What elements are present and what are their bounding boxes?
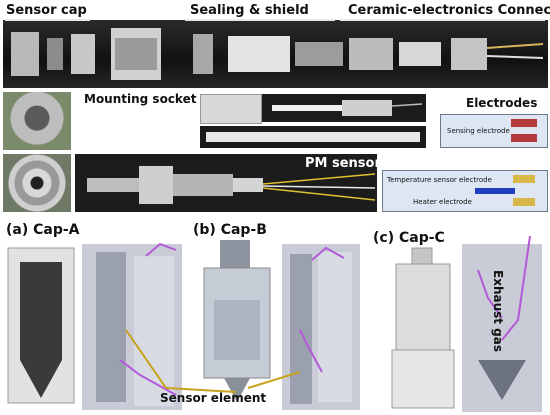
sensor-cap-label: Sensor cap [6,3,87,18]
sensor-element-label: Sensor element [160,391,267,405]
sensing-pad-bottom [511,134,537,142]
sensor-chip-photo [200,94,262,124]
sensor-parts-illustration [11,28,544,80]
cap-b-label: (b) Cap-B [193,222,267,238]
cap-a-model [7,247,75,404]
pm-sensor-label: PM sensor [305,156,377,171]
connector-bracket [340,19,545,21]
temperature-electrode-label: Temperature sensor electrode [387,176,492,184]
pm-sensor-photo: PM sensor [75,154,377,212]
sensing-strip [206,132,420,142]
sensor-cap-bracket [5,19,90,21]
ceramic-element-illustration [272,100,423,116]
heater-electrode-label: Heater electrode [413,198,472,206]
sealing-bracket [185,19,335,21]
sensing-strip-photo [200,126,426,148]
cap-c-model [391,247,455,409]
sensing-electrode-label: Sensing electrode [447,127,510,135]
mounting-socket-label: Mounting socket [84,92,197,106]
contact-pad-top [513,175,535,183]
contact-pad-bottom [513,198,535,206]
sensor-element-pointers [125,329,301,393]
cap-a-section [82,242,182,410]
sensing-electrode-panel: Sensing electrode [440,114,548,148]
cap-a-label: (a) Cap-A [6,222,80,238]
sealing-shield-label: Sealing & shield [190,3,309,18]
cap-c-section [462,235,542,412]
cap-b-section [282,244,360,410]
cap-photo-side [3,92,71,150]
cap-photo-top [3,154,71,212]
sensing-pad-top [511,119,537,127]
cap-c-label: (c) Cap-C [373,230,445,246]
cap-b-model [203,240,271,402]
ceramic-element-photo [262,94,426,122]
disassembled-sensor-photo [3,20,548,88]
exhaust-gas-label: Exhaust gas [491,270,505,353]
heater-element-bar [475,188,515,194]
connector-label: Ceramic-electronics Connector [348,3,550,18]
pm-sensor-illustration [87,166,376,204]
electrodes-label: Electrodes [466,96,538,110]
temp-heater-electrode-panel: Temperature sensor electrode Heater elec… [382,170,548,212]
